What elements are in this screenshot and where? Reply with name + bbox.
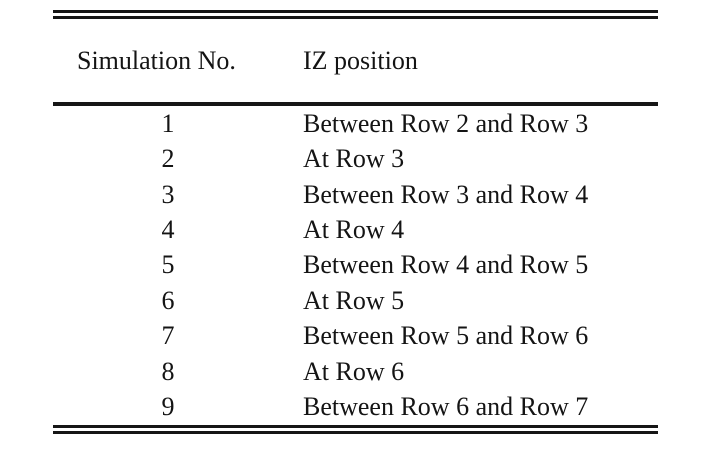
iz-position-cell: Between Row 4 and Row 5 [303, 250, 589, 280]
table-bottom-double-rule [53, 425, 658, 434]
table-header-separator-rule [53, 102, 658, 106]
simulation-no-cell: 1 [161, 108, 175, 138]
simulation-no-cell: 8 [161, 356, 175, 386]
table-row: 2 At Row 3 [53, 141, 658, 176]
iz-position-cell: At Row 6 [303, 356, 405, 386]
iz-position-cell: Between Row 2 and Row 3 [303, 108, 589, 138]
simulation-no-cell: 2 [161, 144, 175, 174]
iz-position-cell: Between Row 6 and Row 7 [303, 392, 589, 422]
iz-position-cell: Between Row 5 and Row 6 [303, 321, 589, 351]
table-row: 7 Between Row 5 and Row 6 [53, 319, 658, 354]
iz-position-cell: At Row 3 [303, 144, 405, 174]
simulation-no-cell: 4 [161, 215, 175, 245]
table-row: 5 Between Row 4 and Row 5 [53, 248, 658, 283]
table-header-row: Simulation No. IZ position [53, 19, 658, 102]
simulation-table: Simulation No. IZ position 1 Between Row… [53, 10, 658, 434]
table-row: 1 Between Row 2 and Row 3 [53, 106, 658, 141]
column-header-simulation-no: Simulation No. [77, 45, 236, 75]
simulation-no-cell: 3 [161, 179, 175, 209]
simulation-no-cell: 7 [161, 321, 175, 351]
table-row: 4 At Row 4 [53, 212, 658, 247]
iz-position-cell: At Row 5 [303, 285, 405, 315]
table-row: 9 Between Row 6 and Row 7 [53, 390, 658, 425]
iz-position-cell: At Row 4 [303, 215, 405, 245]
simulation-no-cell: 6 [161, 285, 175, 315]
simulation-no-cell: 9 [161, 392, 175, 422]
table-body: 1 Between Row 2 and Row 3 2 At Row 3 3 B… [53, 106, 658, 425]
column-header-iz-position: IZ position [303, 45, 418, 75]
iz-position-cell: Between Row 3 and Row 4 [303, 179, 589, 209]
table-row: 6 At Row 5 [53, 283, 658, 318]
simulation-no-cell: 5 [161, 250, 175, 280]
table-row: 8 At Row 6 [53, 354, 658, 389]
table-row: 3 Between Row 3 and Row 4 [53, 177, 658, 212]
table-top-double-rule [53, 10, 658, 19]
